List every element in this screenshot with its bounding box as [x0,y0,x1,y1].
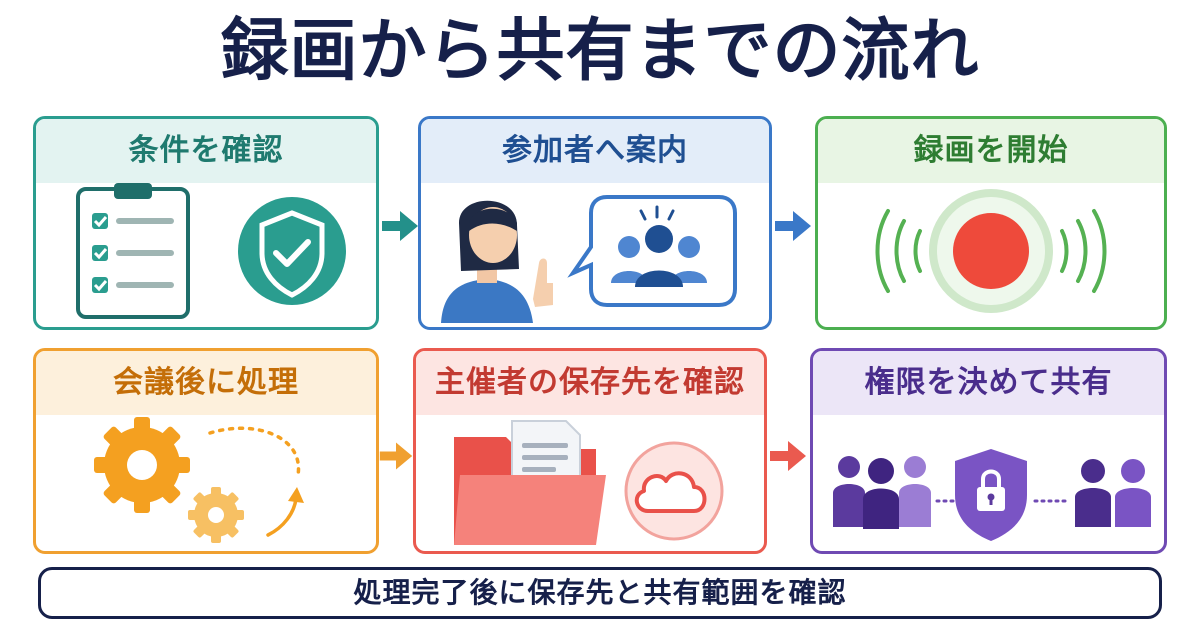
arrow-right-icon [382,211,418,241]
step-card-check-save-location: 主催者の保存先を確認 [413,348,767,554]
checklist-icon [76,183,190,319]
shield-check-icon [238,197,346,305]
summary-footer: 処理完了後に保存先と共有範囲を確認 [38,567,1162,619]
step-card-check-conditions: 条件を確認 [33,116,379,330]
gear-icon [94,417,190,513]
presenter-icon [441,200,553,323]
cloud-icon [624,441,724,541]
step-label: 参加者へ案内 [421,119,769,183]
lock-shield-icon [955,449,1027,541]
step-card-set-permissions-share: 権限を決めて共有 [810,348,1167,554]
arrow-right-icon [379,442,413,470]
record-button-icon [875,189,1107,313]
folder-icon [454,420,606,545]
cycle-arrow-icon [208,426,304,537]
step-card-post-meeting-processing: 会議後に処理 [33,348,379,554]
users-icon [1075,459,1151,527]
page-title: 録画から共有までの流れ [220,12,980,91]
small-gear-icon [188,487,244,543]
step-card-notify-participants: 参加者へ案内 [418,116,772,330]
step-card-start-recording: 録画を開始 [815,116,1167,330]
group-icon [833,456,931,529]
step-label: 録画を開始 [818,119,1164,183]
step-label: 条件を確認 [36,119,376,183]
group-icon [611,225,707,287]
arrow-right-icon [770,441,806,471]
step-label: 権限を決めて共有 [813,351,1164,415]
step-label: 主催者の保存先を確認 [416,351,764,415]
step-label: 会議後に処理 [36,351,376,415]
arrow-right-icon [775,211,811,241]
